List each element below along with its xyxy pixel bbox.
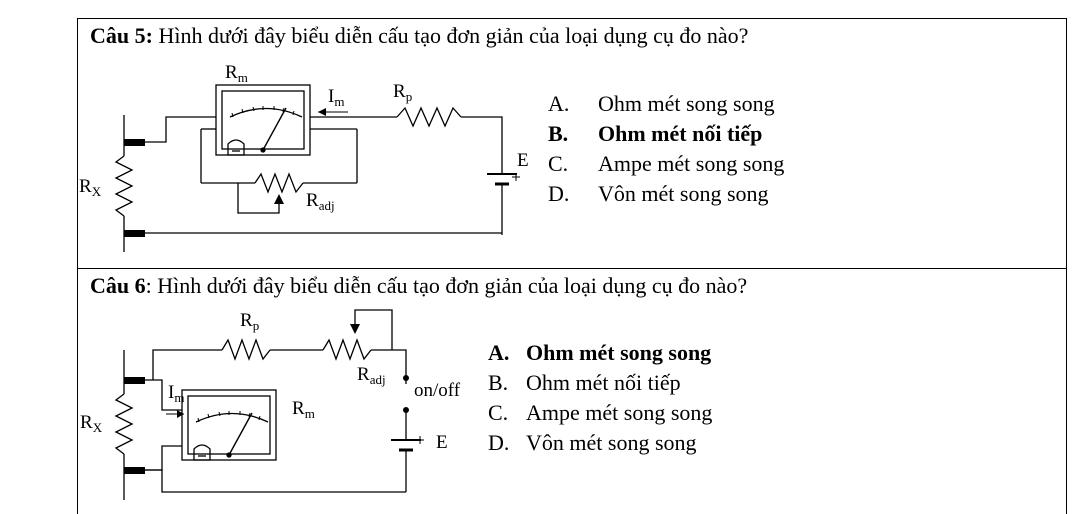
circuit-q6 bbox=[114, 309, 424, 500]
q5-label-rp: Rp bbox=[393, 81, 412, 104]
q5-option-c-letter: C. bbox=[548, 151, 569, 176]
table-left-border bbox=[77, 18, 78, 514]
q5-label-e: E bbox=[517, 150, 529, 171]
q6-label-radj: Radj bbox=[357, 364, 386, 387]
circuit-q5-labels: Rm Im Rp Radj RX E bbox=[79, 62, 529, 213]
q5-option-a-text: Ohm mét song song bbox=[598, 91, 775, 116]
question-6-options: A. Ohm mét song song B. Ohm mét nối tiếp C… bbox=[488, 338, 712, 458]
q5-option-d-text: Vôn mét song song bbox=[598, 181, 769, 206]
q5-option-d-letter: D. bbox=[548, 181, 570, 206]
table-top-border bbox=[77, 18, 1067, 19]
q6-option-d-text: Vôn mét song song bbox=[526, 430, 697, 455]
q6-label-rp: Rp bbox=[240, 310, 259, 333]
q6-label-rm: Rm bbox=[292, 398, 315, 421]
q5-label-rm: Rm bbox=[225, 62, 248, 85]
q6-label-rx: RX bbox=[80, 412, 103, 435]
q5-option-c-text: Ampe mét song song bbox=[598, 151, 785, 176]
q6-option-c[interactable]: C. Ampe mét song song bbox=[488, 398, 712, 428]
circuit-q6-labels: Rp Radj on/off Im Rm RX E bbox=[80, 310, 461, 453]
question-6-title: Câu 6: Hình dưới đây biểu diễn cấu tạo đ… bbox=[90, 273, 747, 299]
question-5-number: Câu 5: bbox=[90, 23, 153, 48]
q6-label-onoff: on/off bbox=[414, 380, 461, 401]
q6-option-d-letter: D. bbox=[488, 430, 510, 455]
question-5-text: Hình dưới đây biểu diễn cấu tạo đơn giản… bbox=[152, 23, 749, 48]
q5-label-radj: Radj bbox=[306, 190, 335, 213]
q6-option-b-letter: B. bbox=[488, 370, 509, 395]
question-6-text: : Hình dưới đây biểu diễn cấu tạo đơn gi… bbox=[145, 273, 748, 298]
question-6-number: Câu 6 bbox=[90, 273, 146, 298]
circuit-q5 bbox=[114, 84, 520, 252]
q6-option-a[interactable]: A. Ohm mét song song bbox=[488, 338, 712, 368]
q5-option-c[interactable]: C. Ampe mét song song bbox=[548, 149, 784, 179]
q5-label-im: Im bbox=[328, 86, 344, 109]
question-5-options: A. Ohm mét song song B. Ohm mét nối tiếp C… bbox=[548, 89, 784, 209]
table-row-divider bbox=[77, 268, 1067, 269]
q5-option-b-letter: B. bbox=[548, 121, 569, 146]
q5-option-a-letter: A. bbox=[548, 91, 570, 116]
q6-label-e: E bbox=[436, 432, 448, 453]
q6-label-im: Im bbox=[168, 382, 184, 405]
q5-option-a[interactable]: A. Ohm mét song song bbox=[548, 89, 784, 119]
q6-option-b[interactable]: B. Ohm mét nối tiếp bbox=[488, 368, 712, 398]
q6-option-a-letter: A. bbox=[488, 340, 510, 365]
q6-option-b-text: Ohm mét nối tiếp bbox=[526, 370, 681, 395]
q5-option-b[interactable]: B. Ohm mét nối tiếp bbox=[548, 119, 784, 149]
q6-option-d[interactable]: D. Vôn mét song song bbox=[488, 428, 712, 458]
q6-option-c-letter: C. bbox=[488, 400, 509, 425]
q6-option-c-text: Ampe mét song song bbox=[526, 400, 713, 425]
q5-option-b-text: Ohm mét nối tiếp bbox=[598, 121, 763, 146]
q6-option-a-text: Ohm mét song song bbox=[526, 340, 712, 365]
q5-label-rx: RX bbox=[79, 176, 102, 199]
question-5-title: Câu 5: Hình dưới đây biểu diễn cấu tạo đ… bbox=[90, 23, 748, 49]
q5-option-d[interactable]: D. Vôn mét song song bbox=[548, 179, 784, 209]
table-right-border bbox=[1066, 18, 1067, 514]
